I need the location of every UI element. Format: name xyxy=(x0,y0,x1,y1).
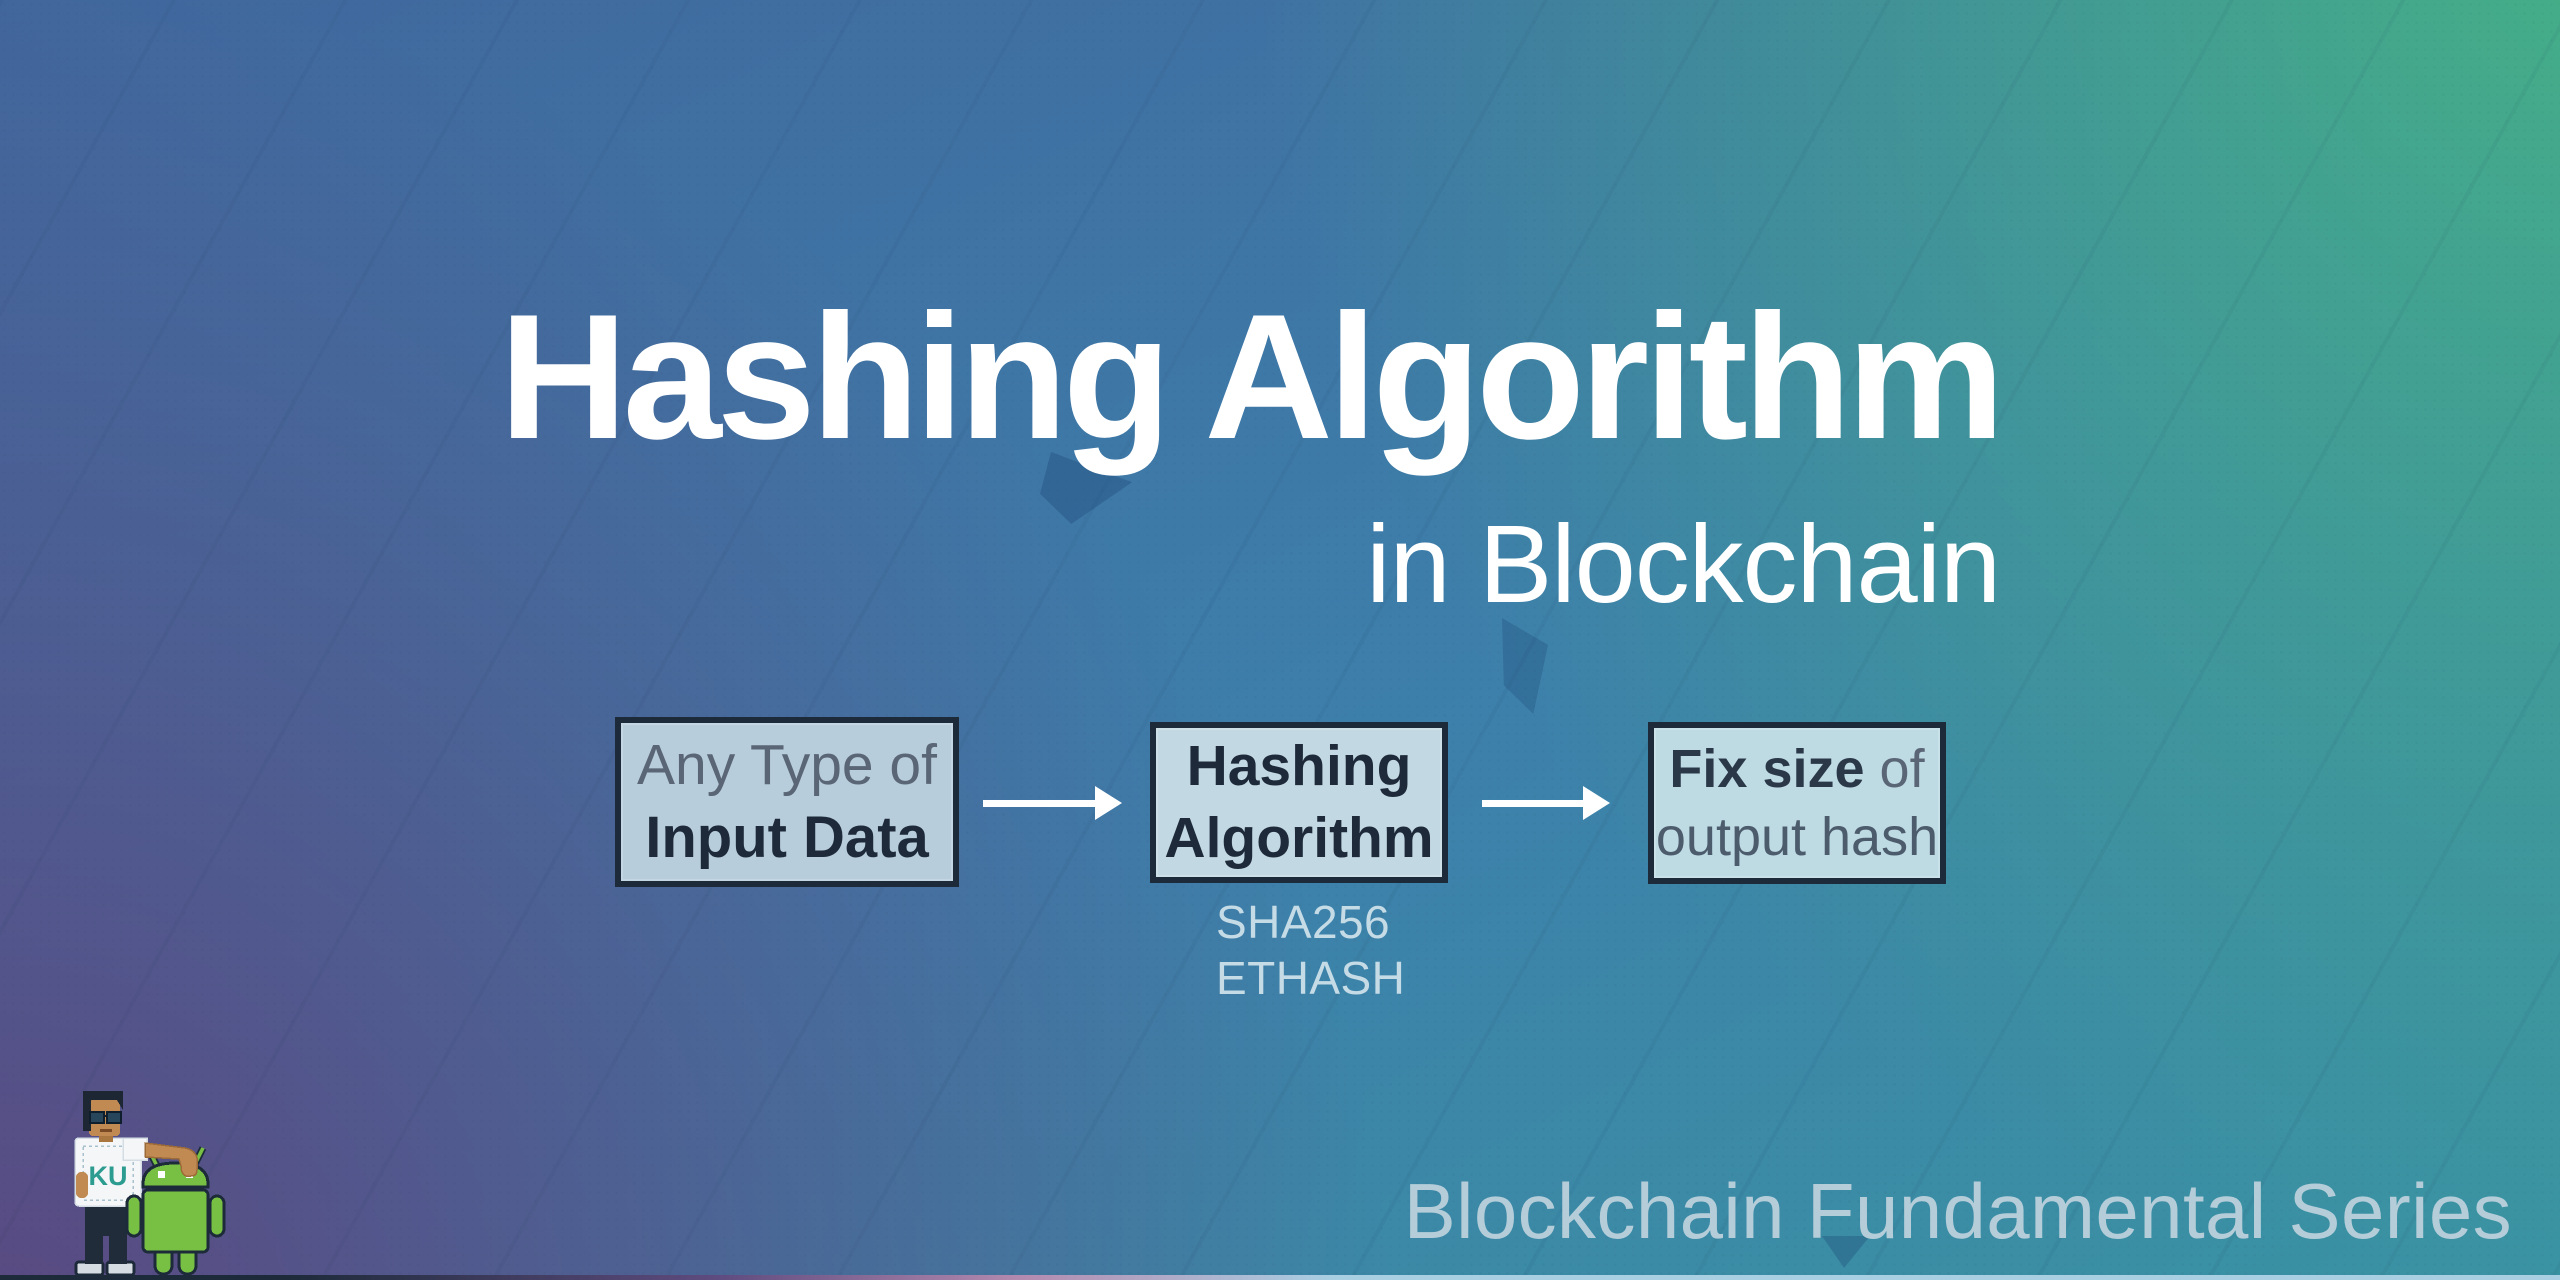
flow-box-label: Algorithm xyxy=(1164,805,1434,870)
flow-box-input-data: Any Type of Input Data xyxy=(615,717,959,887)
right-arrow-icon xyxy=(1482,786,1610,820)
flow-box-hashing-algorithm: Hashing Algorithm xyxy=(1150,722,1448,883)
glasses-icon xyxy=(106,1111,122,1124)
pants xyxy=(85,1202,127,1264)
page-subtitle: in Blockchain xyxy=(1366,503,2001,626)
right-arrow-icon xyxy=(983,786,1122,820)
flow-box-label: output hash xyxy=(1655,807,1939,867)
flow-box-label: Input Data xyxy=(645,805,929,871)
flow-box-label: Any Type of xyxy=(637,732,937,797)
left-arm xyxy=(76,1172,88,1198)
bottom-edge-strip xyxy=(0,1275,2560,1280)
flow-box-label: Hashing xyxy=(1186,733,1412,798)
hair-side xyxy=(83,1091,91,1131)
mouth xyxy=(100,1129,112,1132)
algorithm-example: ETHASH xyxy=(1216,952,1406,1004)
hair xyxy=(83,1091,123,1110)
mascot-illustration: KU xyxy=(74,1091,226,1277)
android-robot-icon xyxy=(125,1146,226,1276)
glasses-icon xyxy=(89,1111,105,1124)
series-label: Blockchain Fundamental Series xyxy=(1403,1167,2512,1255)
hero-heading: Hashing Algorithm in Blockchain xyxy=(499,277,2005,626)
flow-box-output-hash: Fix size of output hash xyxy=(1648,722,1946,884)
shirt-logo-text: KU xyxy=(89,1161,128,1191)
flow-box-label: Fix size of xyxy=(1669,738,1925,799)
page-title: Hashing Algorithm xyxy=(499,277,2005,476)
developer-character: KU xyxy=(74,1091,142,1277)
algorithm-examples: SHA256 ETHASH xyxy=(1216,894,1405,1006)
developer-arm xyxy=(122,1137,198,1177)
algorithm-example: SHA256 xyxy=(1216,896,1391,948)
